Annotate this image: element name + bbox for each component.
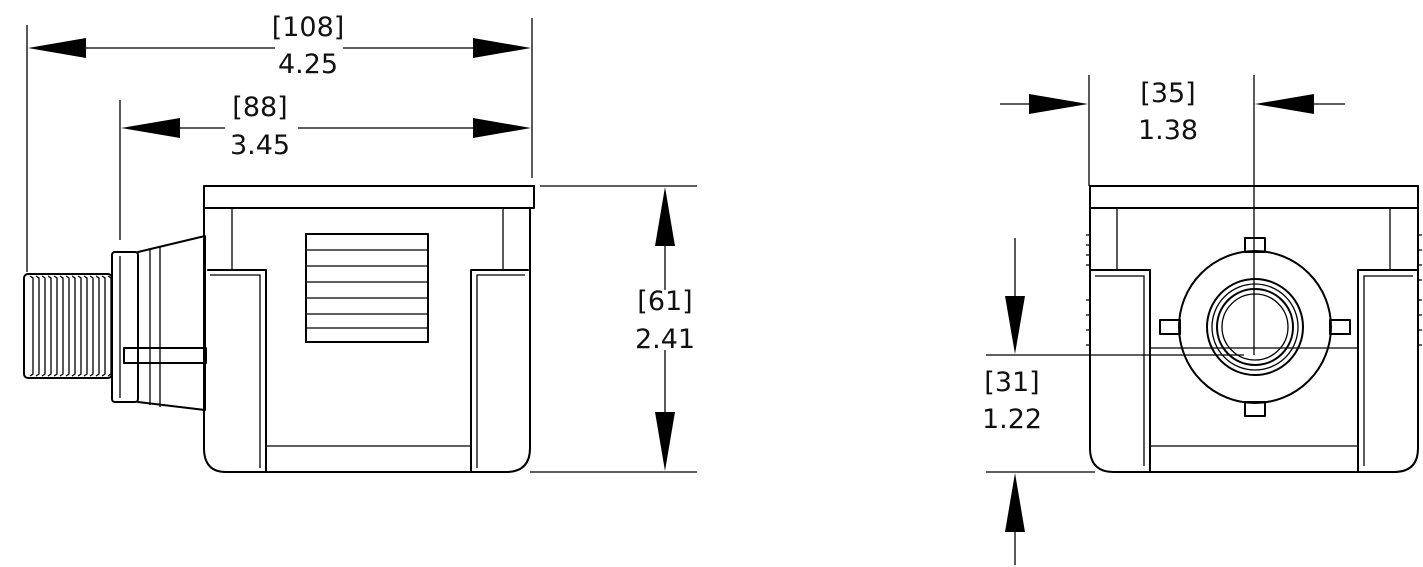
dim-port-height-imperial: 1.22 xyxy=(982,404,1042,435)
dim-port-offset-metric: [35] xyxy=(1140,78,1195,109)
thread-ridge xyxy=(53,275,58,377)
housing-side xyxy=(203,185,535,473)
housing-front xyxy=(1086,185,1422,473)
fitting-threads xyxy=(29,275,112,377)
dim-port-height-metric: [31] xyxy=(984,367,1039,398)
thread-ridge xyxy=(101,275,106,377)
dim-port-offset-imperial: 1.38 xyxy=(1138,115,1198,146)
thread-ridge xyxy=(35,275,40,377)
dim-overall-length-imperial: 4.25 xyxy=(278,49,338,80)
vent-grille xyxy=(305,233,429,343)
dimension-height: [61] 2.41 xyxy=(635,187,695,471)
dimension-overall-length: [108] 4.25 xyxy=(28,12,531,80)
thread-ridge xyxy=(77,275,82,377)
dim-body-length-metric: [88] xyxy=(232,92,287,123)
dim-height-imperial: 2.41 xyxy=(635,324,695,355)
thread-ridge xyxy=(65,275,70,377)
threaded-fitting xyxy=(23,235,207,411)
thread-ridge xyxy=(95,275,100,377)
side-view: [108] 4.25 [88] 3.45 [61] 2.41 xyxy=(23,12,697,473)
thread-ridge xyxy=(29,275,34,377)
dimension-body-length: [88] 3.45 xyxy=(121,92,531,161)
dimension-port-offset: [35] 1.38 xyxy=(1000,78,1345,146)
thread-ridge xyxy=(83,275,88,377)
port-fitting xyxy=(1159,237,1351,417)
dim-overall-length-metric: [108] xyxy=(272,12,345,43)
thread-ridge xyxy=(89,275,94,377)
thread-ridge xyxy=(59,275,64,377)
thread-ridge xyxy=(41,275,46,377)
front-view: [35] 1.38 [31] 1.22 xyxy=(982,75,1422,565)
dimension-port-height: [31] 1.22 xyxy=(982,238,1042,565)
dim-height-metric: [61] xyxy=(637,286,692,317)
thread-ridge xyxy=(47,275,52,377)
dim-body-length-imperial: 3.45 xyxy=(230,130,290,161)
thread-ridge xyxy=(71,275,76,377)
thread-ridge xyxy=(107,275,112,377)
